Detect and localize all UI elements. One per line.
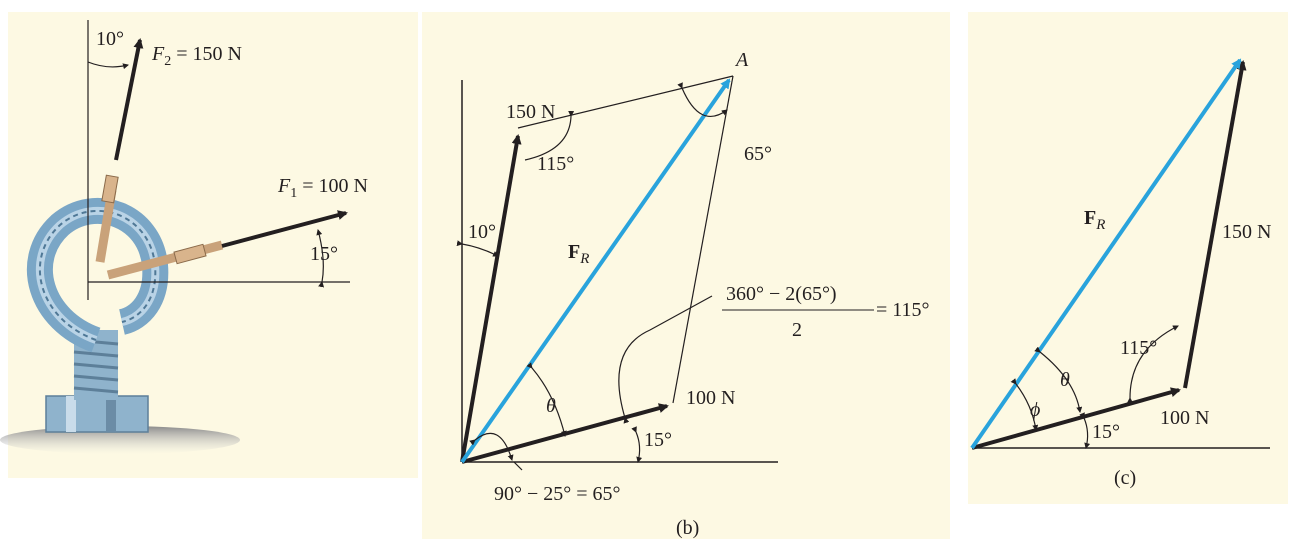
label-100n-c: 100 N [1160,407,1209,429]
angle-arc-65-bottom [469,432,514,461]
formula-denominator: 2 [792,319,802,341]
angle-label-f2: 10° [96,28,124,50]
panel-b: A 150 N 115° 65° 10° FR 360° − 2(65°) = … [456,49,930,539]
angle-label-115-top: 115° [537,153,574,175]
angle-label-15-c: 15° [1092,421,1120,443]
angle-label-10: 10° [468,221,496,243]
cable-f2 [95,174,119,263]
eyebolt-hook [26,197,169,353]
parallelogram-right-side [672,75,734,404]
angle-arc-115-formula [618,295,713,424]
theta-label: θ [546,395,556,417]
formula-numerator: 360° − 2(65°) [726,283,837,305]
angle-arc-15-c [1079,412,1091,449]
angle-label-115-c: 115° [1120,337,1157,359]
angle-label-f1: 15° [310,243,338,265]
force-150n-arrow-c [1183,60,1247,389]
angle-arc-65-top [677,82,728,118]
angle-arc-15 [631,426,643,463]
formula-65-bottom: 90° − 25° = 65° [494,483,621,505]
resultant-label: FR [568,241,589,267]
theta-label-c: θ [1060,369,1070,391]
angle-arc-115-top [524,110,575,161]
force-f1-arrow [221,210,348,248]
caption-c: (c) [1114,467,1136,489]
angle-arc-f2 [87,61,129,70]
angle-label-15: 15° [644,429,672,451]
ground-shadow [0,426,240,454]
point-a-label: A [734,49,749,71]
formula-result: = 115° [876,299,930,321]
eyebolt-nut [45,395,149,433]
label-150n-c: 150 N [1222,221,1271,243]
formula-leader-65 [513,461,523,471]
panel-a: 10° F2 = 150 N F1 = 100 N 15° [0,20,368,454]
force-150n-arrow [460,134,522,463]
force-f2-arrow [114,38,144,161]
angle-arc-f1 [316,229,325,288]
resultant-label-c: FR [1084,207,1105,233]
caption-b: (b) [676,517,699,539]
label-150n: 150 N [506,101,555,123]
angle-arc-theta [526,362,567,437]
label-100n: 100 N [686,387,735,409]
force-f2-label: F2 = 150 N [151,43,242,69]
angle-arc-phi [1010,378,1039,431]
phi-label: ϕ [1030,399,1040,421]
panel-c: FR 150 N 115° θ ϕ 100 N 15° (c) [970,58,1271,489]
angle-arc-theta-c [1034,346,1083,413]
resultant-fr-arrow [460,78,731,464]
angle-arc-10 [456,240,499,257]
force-f1-label: F1 = 100 N [277,175,368,201]
panel-b-background [422,12,950,539]
angle-label-65-top: 65° [744,143,772,165]
cable-f1 [106,240,224,280]
angle-arc-115-c [1126,325,1179,404]
